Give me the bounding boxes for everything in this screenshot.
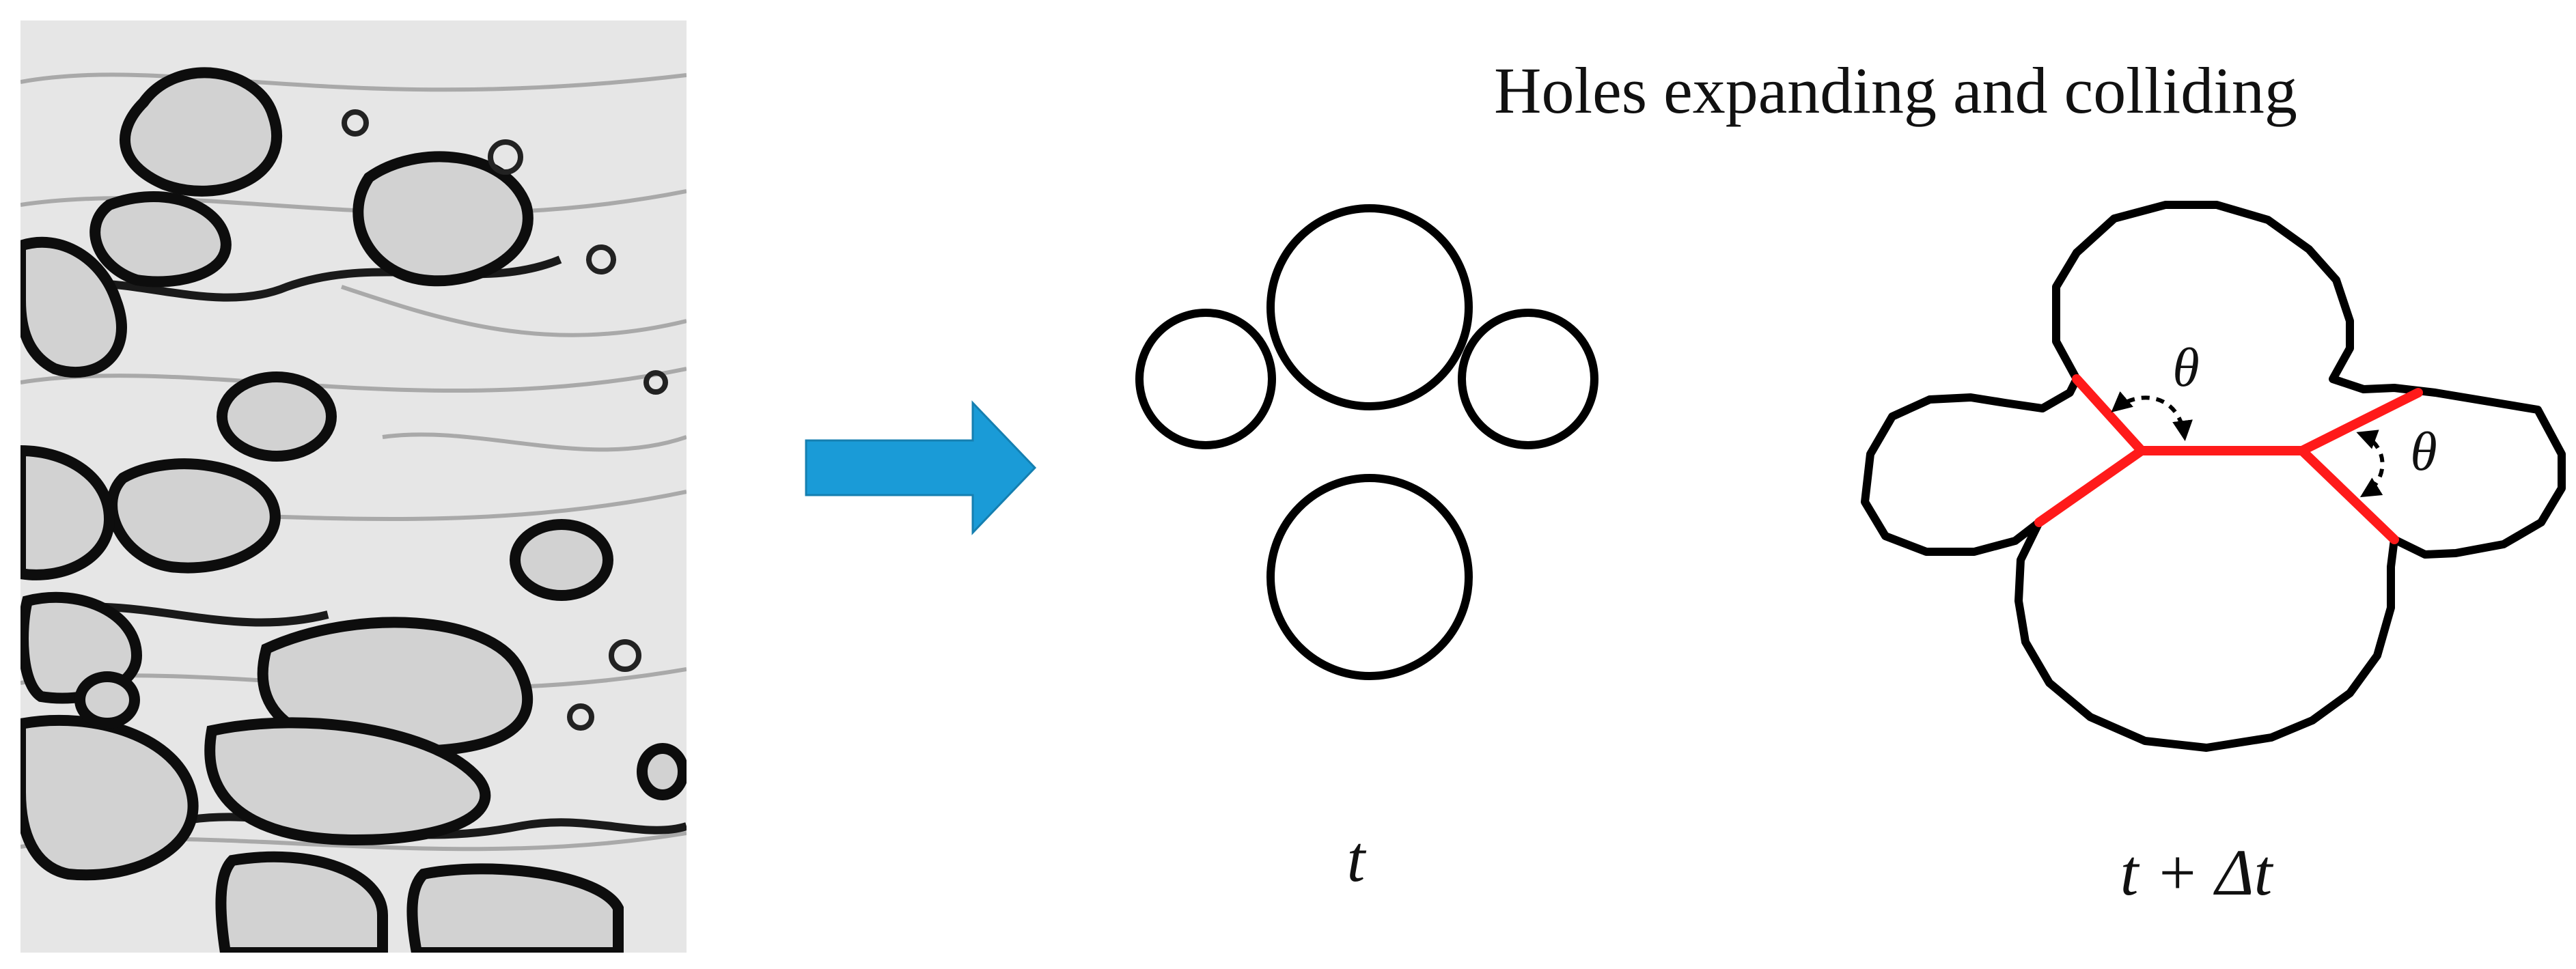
label-time-t: t	[1347, 822, 1367, 895]
diagram-title: Holes expanding and colliding	[1494, 54, 2297, 127]
angle-arc-right	[2356, 430, 2385, 498]
junction-edges	[2034, 374, 2423, 544]
holes-at-time-t	[1135, 204, 1598, 680]
edge-right-lower	[2297, 446, 2399, 544]
angle-arc-left	[2111, 391, 2193, 441]
hole-left	[1135, 309, 1276, 449]
merged-hole-outline	[1861, 201, 2566, 752]
angle-label-right: θ	[2410, 422, 2437, 482]
hole-top	[1266, 204, 1473, 410]
edge-left-upper	[2072, 374, 2146, 455]
angle-label-left: θ	[2172, 338, 2199, 398]
holes-at-time-t-plus-dt: θ θ	[1861, 201, 2566, 752]
hole-bottom	[1266, 474, 1473, 680]
edge-right-upper	[2297, 388, 2423, 455]
label-time-t-plus-dt: t + Δt	[2120, 836, 2274, 909]
hole-right	[1458, 309, 1598, 449]
arrow-right-icon	[805, 400, 1037, 535]
micrograph-image	[20, 20, 687, 953]
edge-left-lower	[2034, 446, 2146, 527]
